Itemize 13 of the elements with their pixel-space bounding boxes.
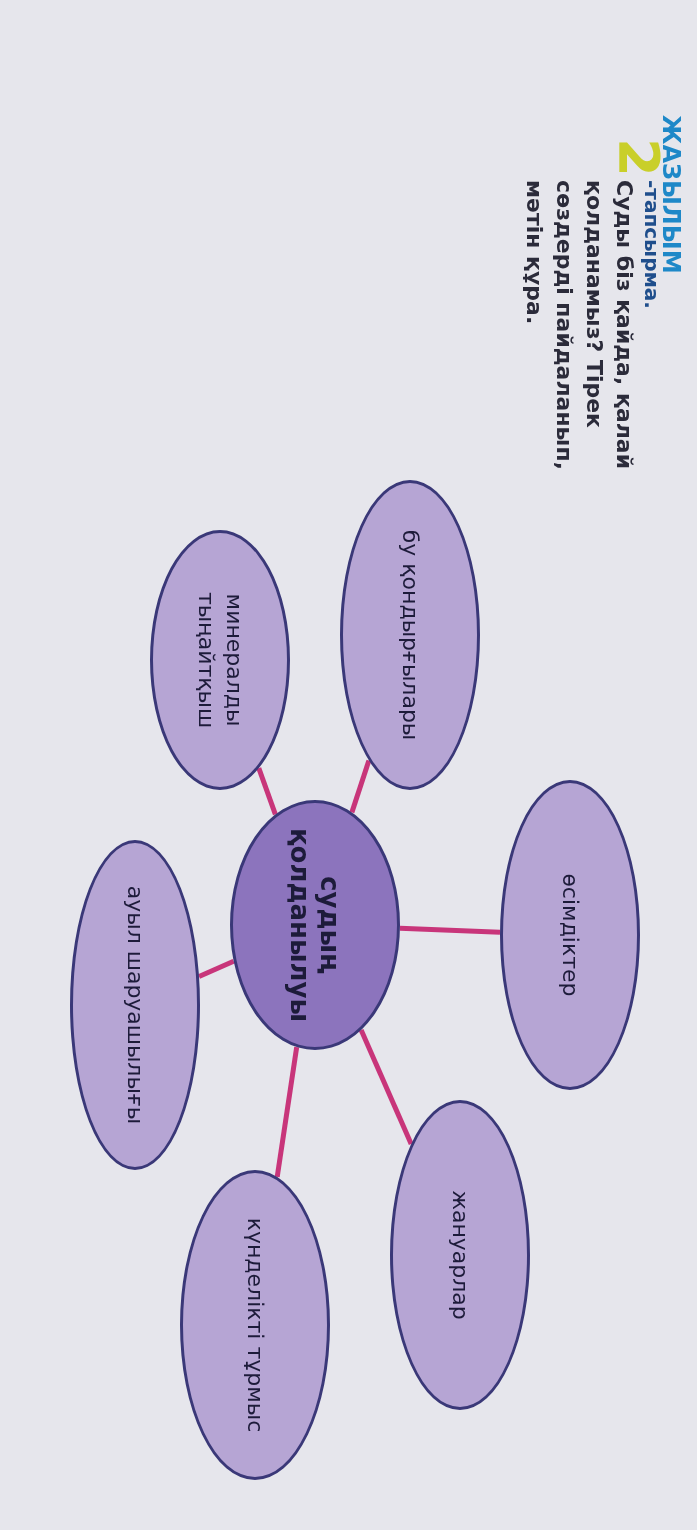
task-label: -тапсырма. <box>639 180 664 309</box>
connector-line <box>198 958 235 979</box>
node-text: күнделікті тұрмыс <box>242 1217 269 1433</box>
connector-line <box>256 767 278 816</box>
task-instruction: Суды біз қайда, қалай қолданамыз? Тірек сөздерді пайдаланып, мәтін құра. <box>521 180 638 473</box>
node-text: минералды тыңайтқыш <box>193 590 248 731</box>
node-text: өсімдіктер <box>557 873 584 997</box>
node-text: судың қолданылуы <box>285 827 345 1023</box>
node-text: ауыл шаруашылығы <box>122 885 149 1125</box>
connector-line <box>358 1029 414 1145</box>
node-text: бу қондырғылары <box>397 529 424 741</box>
node-text: жануарлар <box>447 1190 474 1320</box>
connector-line <box>399 925 501 935</box>
